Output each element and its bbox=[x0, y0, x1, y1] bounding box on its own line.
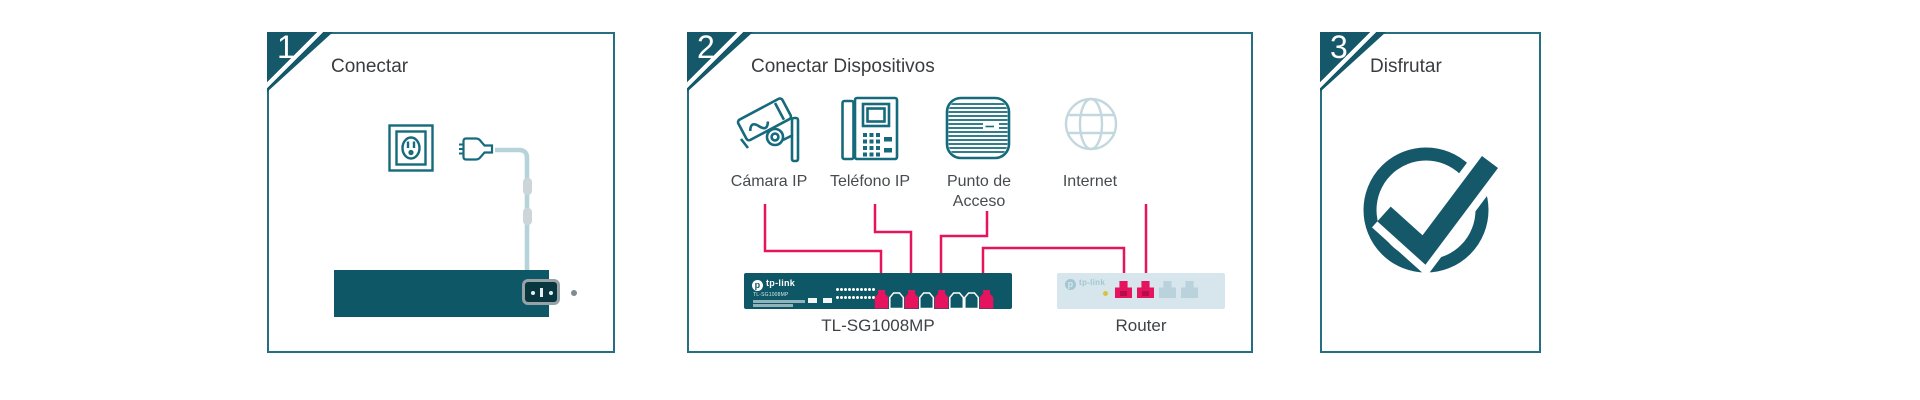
device-label-phone: Teléfono IP bbox=[829, 173, 911, 190]
ethernet-ports bbox=[874, 290, 994, 309]
router-device: tp-link bbox=[1057, 273, 1225, 309]
tp-link-logo: tp-link bbox=[752, 278, 795, 291]
step-panel-enjoy: 3 Disfrutar bbox=[1320, 32, 1541, 353]
router-port-connected bbox=[1115, 281, 1132, 298]
router-led bbox=[1103, 291, 1108, 296]
step-panel-connect: 1 Conectar bbox=[267, 32, 615, 353]
cable-bead bbox=[523, 208, 532, 225]
switch-model-text: TL-SG1008MP bbox=[753, 292, 789, 298]
ip-phone-icon bbox=[841, 96, 899, 161]
access-point-icon bbox=[945, 96, 1011, 160]
power-plug-icon bbox=[459, 137, 494, 161]
step-number: 3 bbox=[1330, 29, 1348, 65]
switch-model-label: TL-SG1008MP bbox=[821, 316, 935, 335]
switch-rear-panel bbox=[334, 270, 577, 317]
step-number: 1 bbox=[277, 29, 295, 65]
poe-switch: tp-link TL-SG1008MP bbox=[744, 273, 1012, 309]
check-icon bbox=[1363, 147, 1505, 277]
step-title: Disfrutar bbox=[1370, 56, 1442, 77]
cable-bead bbox=[523, 178, 532, 195]
wall-outlet-icon bbox=[388, 124, 434, 172]
ip-camera-icon bbox=[736, 97, 800, 163]
device-label-camera: Cámara IP bbox=[730, 173, 808, 190]
step-title: Conectar bbox=[331, 56, 409, 77]
step-number: 2 bbox=[697, 29, 715, 65]
router-port-empty bbox=[1181, 281, 1198, 298]
step-title: Conectar Dispositivos bbox=[751, 56, 935, 77]
router-port-empty bbox=[1159, 281, 1176, 298]
device-label-internet: Internet bbox=[1062, 173, 1118, 190]
router-label: Router bbox=[1115, 316, 1167, 335]
tp-link-logo-faint: tp-link bbox=[1065, 278, 1105, 290]
step-number-badge: 1 bbox=[267, 32, 333, 92]
power-inlet bbox=[522, 279, 560, 305]
device-label-access-point: Punto de Acceso bbox=[946, 173, 1012, 210]
power-cable bbox=[495, 147, 530, 276]
router-port-connected bbox=[1137, 281, 1154, 298]
ground-screw bbox=[571, 290, 577, 296]
connection-lines bbox=[763, 204, 1148, 293]
step-panel-connect-devices: 2 Conectar Dispositivos bbox=[687, 32, 1253, 353]
internet-globe-icon bbox=[1064, 97, 1118, 151]
led-grid bbox=[836, 288, 876, 304]
